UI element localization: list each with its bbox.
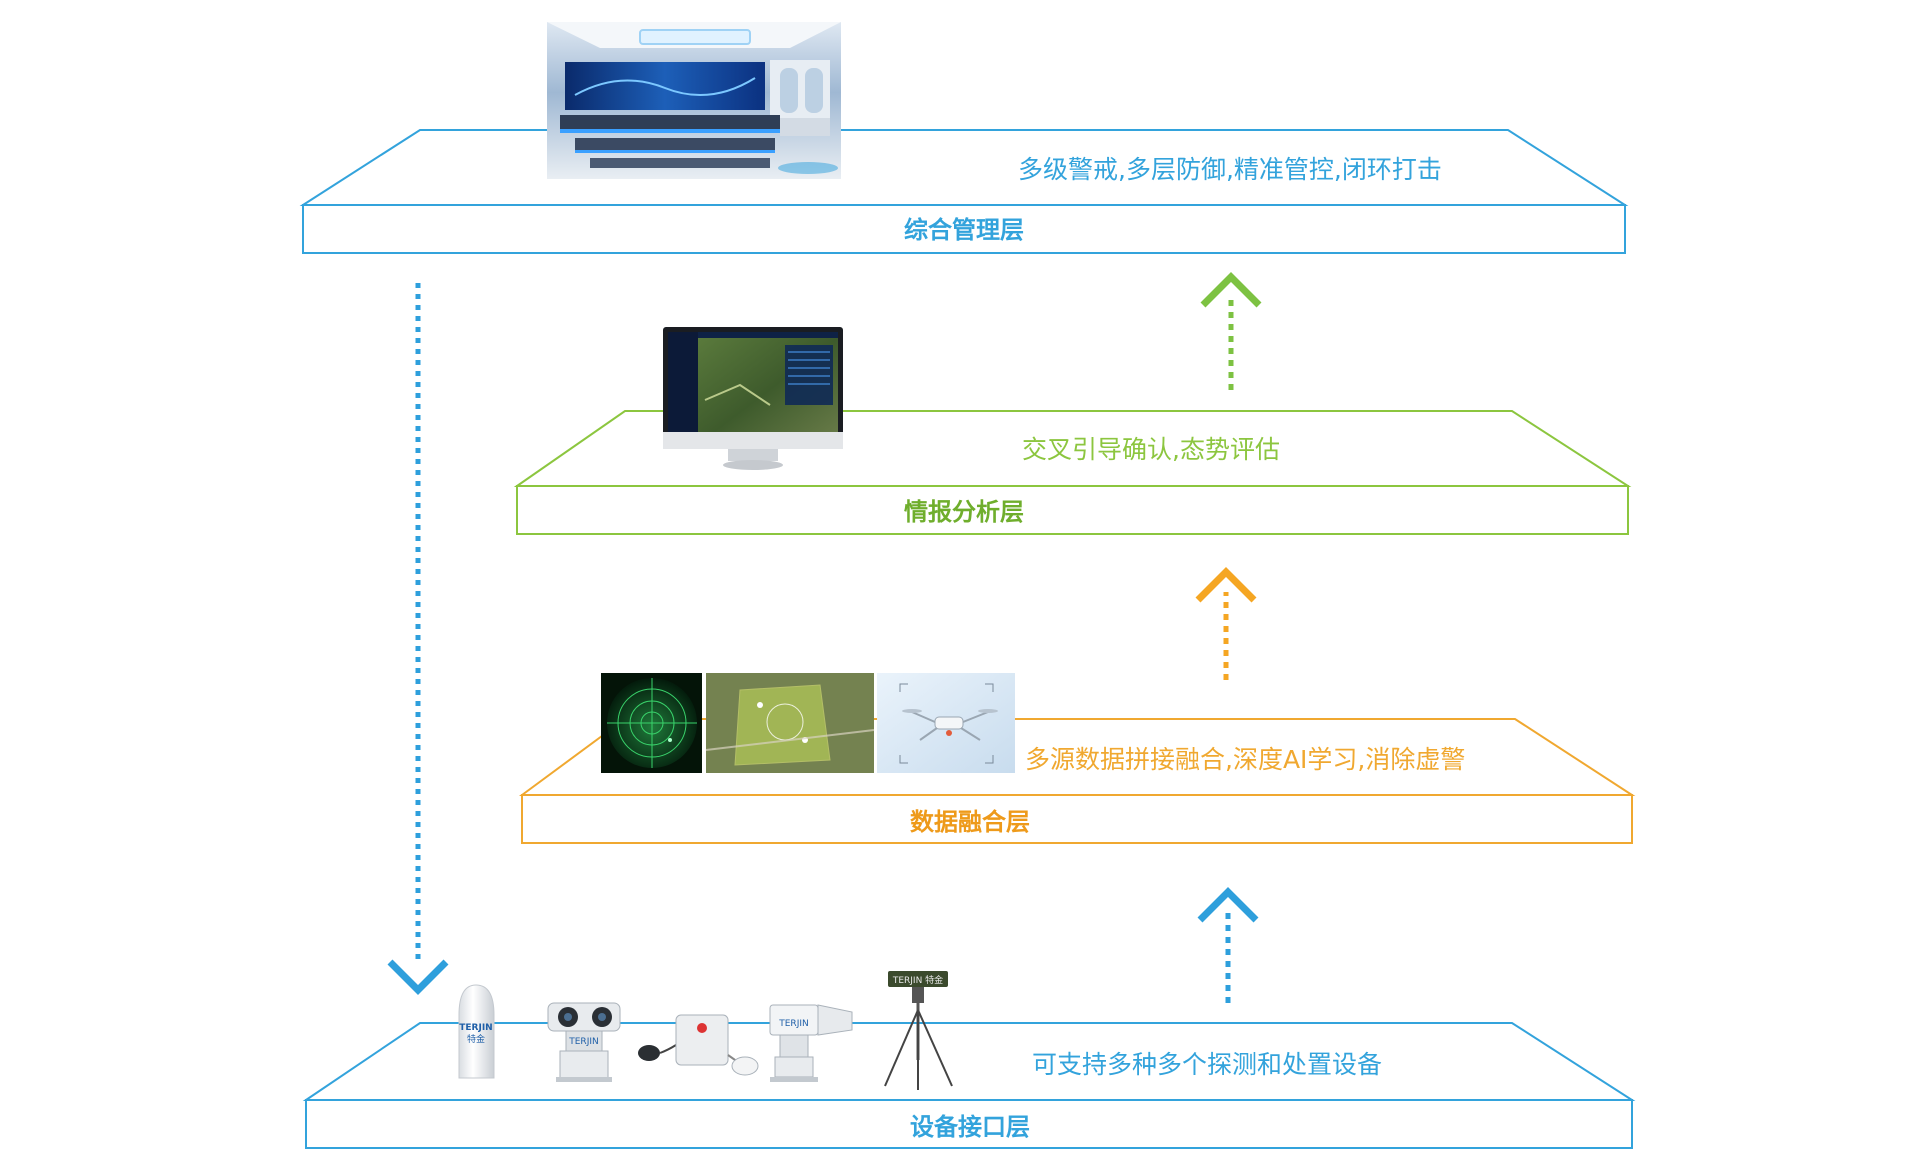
layer-intelligence-title: 情报分析层	[904, 498, 1024, 526]
up-arrow-blue	[1197, 887, 1259, 1003]
up-arrow-green	[1200, 272, 1262, 390]
tripod-jammer: TERJIN 特金	[884, 971, 953, 1090]
layer-intelligence: 情报分析层 交叉引导确认,态势评估	[513, 327, 1632, 535]
layer-device: 设备接口层 可支持多种多个探测和处置设备 TERJIN 特金 TERJIN	[302, 971, 1636, 1149]
layer-fusion-description: 多源数据拼接融合,深度AI学习,消除虚警	[1025, 745, 1465, 774]
layer-management-title: 综合管理层	[904, 216, 1024, 244]
drone-capture	[877, 673, 1015, 773]
sensor-box	[638, 1014, 759, 1076]
layer-device-description: 可支持多种多个探测和处置设备	[1032, 1050, 1382, 1079]
layer-intelligence-front-face	[516, 485, 1629, 535]
monitor-map-screen	[663, 327, 843, 470]
radome-brand-cn: 特金	[467, 1033, 485, 1045]
tripod-brand: TERJIN 特金	[892, 974, 943, 986]
turret-brand: TERJIN	[568, 1037, 598, 1047]
up-arrow-orange	[1195, 567, 1257, 680]
radome: TERJIN 特金	[458, 984, 495, 1079]
radome-brand: TERJIN	[459, 1023, 492, 1033]
down-arrow-left	[387, 283, 449, 995]
layer-management-description: 多级警戒,多层防御,精准管控,闭环打击	[1018, 155, 1442, 184]
layer-intelligence-description: 交叉引导确认,态势评估	[1022, 435, 1280, 464]
layer-fusion-title: 数据融合层	[910, 808, 1030, 836]
control-room-photo	[547, 22, 841, 179]
radar-turret: TERJIN	[769, 1004, 853, 1082]
dual-camera-turret: TERJIN	[547, 1002, 621, 1082]
radar-scope	[601, 673, 702, 773]
layer-management-front-face	[302, 204, 1626, 254]
layer-fusion-front-face	[521, 794, 1633, 844]
layer-device-title: 设备接口层	[910, 1113, 1030, 1141]
layer-management: 综合管理层 多级警戒,多层防御,精准管控,闭环打击	[299, 22, 1629, 254]
satellite-map	[705, 673, 875, 773]
radar-turret-brand: TERJIN	[778, 1019, 808, 1029]
layer-fusion: 数据融合层 多源数据拼接融合,深度AI学习,消除虚警	[518, 673, 1636, 844]
layer-device-front-face	[305, 1099, 1633, 1149]
layer-device-top-face	[302, 1022, 1636, 1101]
